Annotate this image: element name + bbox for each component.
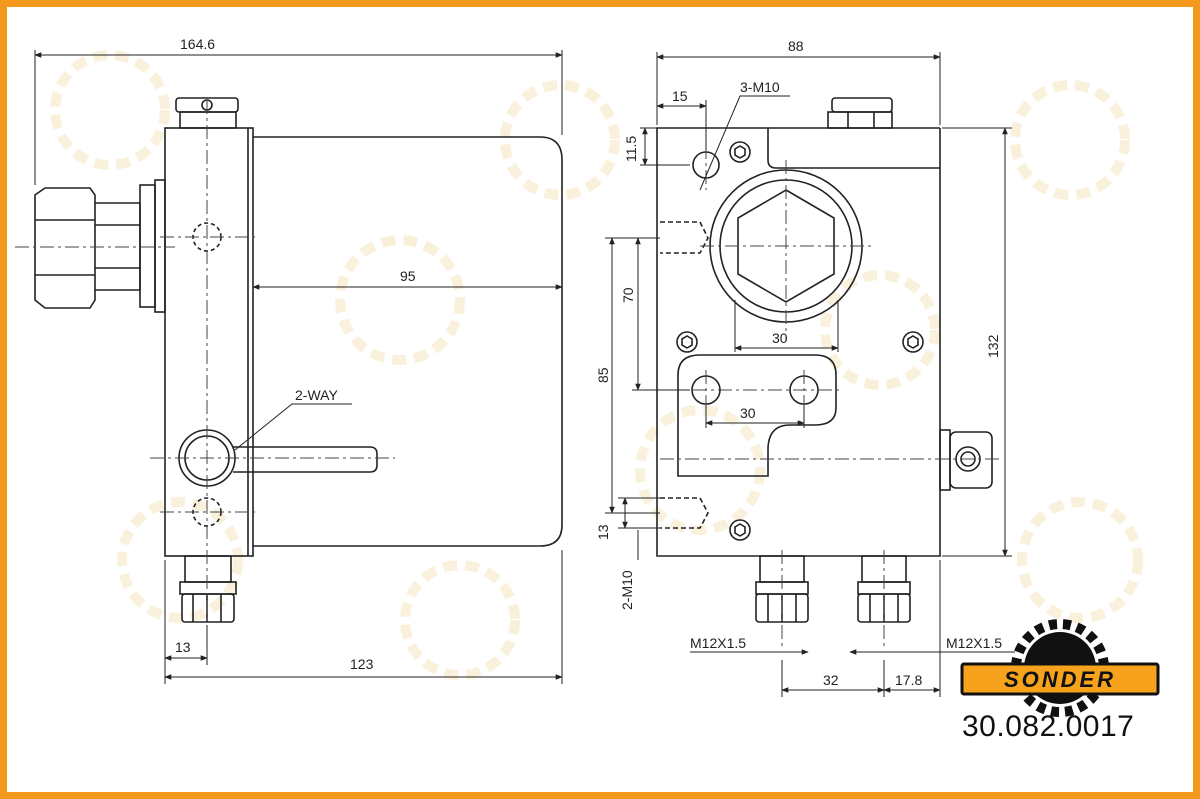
dim-height: 132: [985, 334, 1001, 358]
mount-hole-1: [729, 141, 751, 163]
top-cap-right: [827, 97, 893, 129]
port-thread-left: M12X1.5: [690, 635, 746, 651]
left-view: [34, 97, 563, 623]
dim-30-lower: 30: [740, 405, 756, 421]
port-thread-right: M12X1.5: [946, 635, 1002, 651]
part-number: 30.082.0017: [962, 710, 1135, 743]
dim-body-width: 95: [400, 268, 416, 284]
dim-13: 13: [595, 524, 611, 540]
brand-name: SONDER: [1004, 667, 1116, 692]
left-centerlines: [15, 100, 395, 660]
hex-fitting: [34, 179, 166, 313]
dim-port-spacing: 32: [823, 672, 839, 688]
mounting-plate: [677, 354, 837, 477]
dim-overall-width: 164.6: [180, 36, 215, 52]
dim-right-width: 88: [788, 38, 804, 54]
valve-body: [164, 127, 254, 557]
dim-port-edge: 17.8: [895, 672, 922, 688]
mount-hole-4: [729, 519, 751, 541]
reservoir: [253, 136, 563, 547]
thread-side-label: 2-M10: [619, 570, 635, 610]
valve-label: 2-WAY: [295, 387, 338, 403]
dim-30-upper: 30: [772, 330, 788, 346]
dim-fitting-offset: 13: [175, 639, 191, 655]
dim-70: 70: [620, 287, 636, 303]
thread-top-label: 3-M10: [740, 79, 780, 95]
right-dimensions: [605, 52, 1015, 697]
dim-base-width: 123: [350, 656, 374, 672]
right-centerlines: [660, 145, 1000, 650]
side-fitting: [939, 429, 993, 491]
dim-hole-offset-y: 11.5: [623, 136, 639, 162]
right-view: [656, 97, 993, 623]
dim-85: 85: [595, 367, 611, 383]
mount-hole-2: [676, 331, 698, 353]
left-dimensions: [34, 50, 563, 684]
mount-hole-3: [902, 331, 924, 353]
brand-logo: SONDER: [960, 619, 1160, 717]
bottom-fitting: [179, 555, 237, 623]
watermark-pattern: [50, 50, 1143, 680]
manifold-block: [656, 127, 941, 557]
dim-hole-offset-x: 15: [672, 88, 688, 104]
